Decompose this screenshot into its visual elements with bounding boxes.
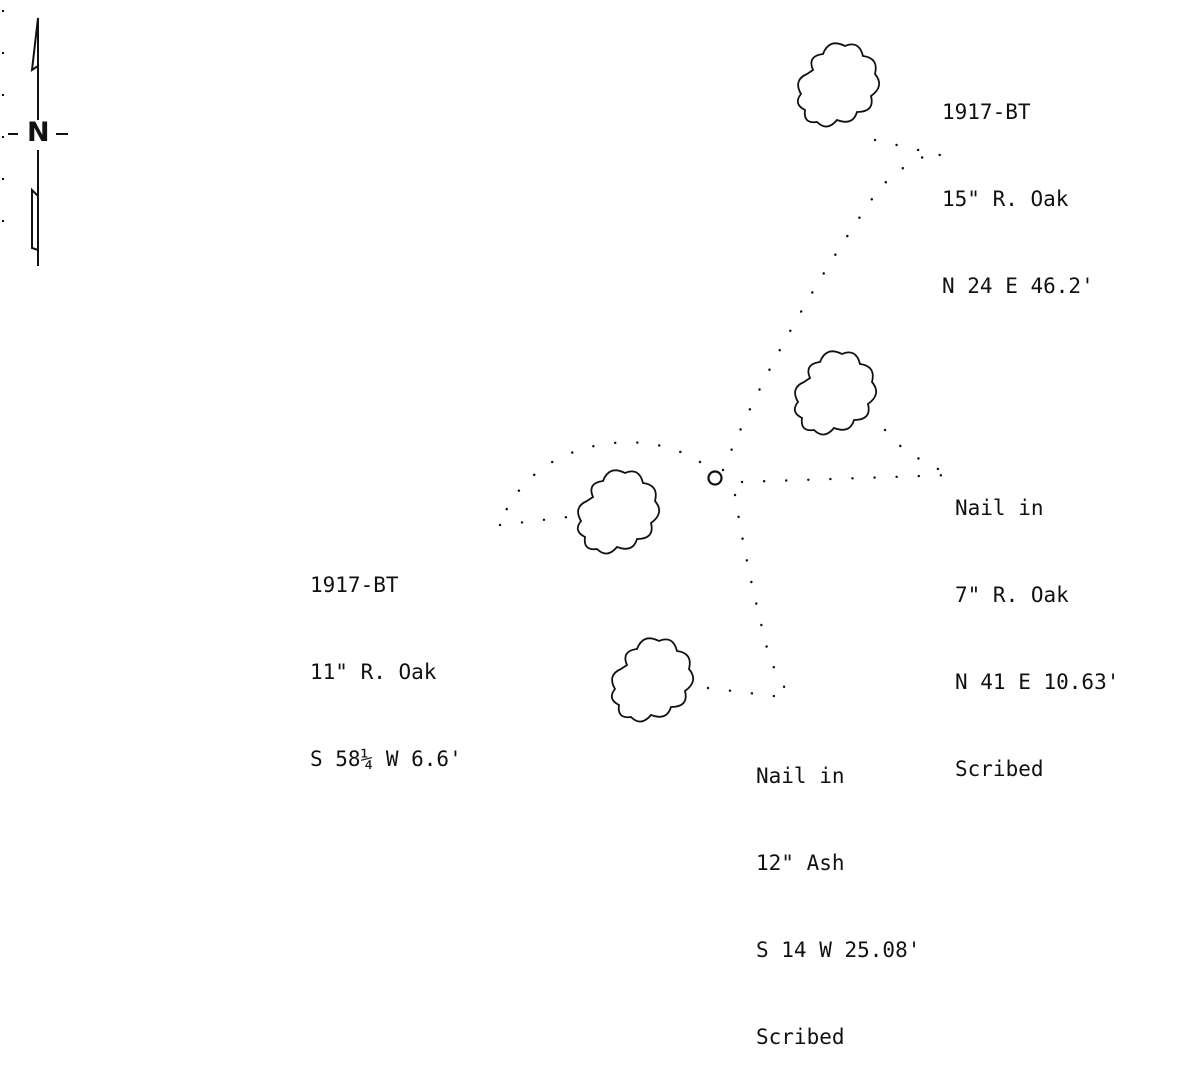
line-ne-tree-spur — [873, 138, 942, 157]
line-e-tree-spur — [883, 428, 952, 477]
label-line: 7" R. Oak — [955, 583, 1069, 607]
line-to-s-tree — [733, 493, 792, 700]
label-s-tree: Nail in 12" Ash S 14 W 25.08' Scribed — [756, 704, 920, 1081]
label-sw-tree: 1917-BT 11" R. Oak S 58¼ W 6.6' — [310, 513, 462, 803]
survey-lines — [498, 138, 952, 700]
label-line: Nail in — [955, 496, 1044, 520]
tree-ne — [796, 42, 881, 128]
line-to-e-tree — [740, 473, 952, 484]
label-line: 12" Ash — [756, 851, 845, 875]
tree-sw — [576, 469, 661, 555]
label-line: 15" R. Oak — [942, 187, 1069, 211]
line-s-tree-spur — [706, 686, 792, 700]
label-line: 1917-BT — [310, 573, 399, 597]
line-to-sw-tree — [498, 441, 702, 527]
label-line: Scribed — [955, 757, 1044, 781]
label-line: 1917-BT — [942, 100, 1031, 124]
label-line: S 14 W 25.08' — [756, 938, 921, 962]
label-line: N 41 E 10.63' — [955, 670, 1120, 694]
label-line: 11" R. Oak — [310, 660, 437, 684]
label-line: N 24 E 46.2' — [942, 274, 1094, 298]
tree-s — [610, 637, 695, 723]
north-letter: N — [27, 117, 50, 148]
witness-tree-diagram — [2, 10, 952, 723]
label-e-tree: Nail in 7" R. Oak N 41 E 10.63' Scribed — [955, 436, 1119, 813]
tree-e — [793, 350, 878, 436]
north-arrow — [2, 10, 68, 266]
tree-symbols — [576, 42, 881, 723]
label-line: Nail in — [756, 764, 845, 788]
label-line: S 58¼ W 6.6' — [310, 747, 462, 771]
label-ne-tree: 1917-BT 15" R. Oak N 24 E 46.2' — [942, 40, 1094, 330]
corner-point-marker — [707, 470, 723, 486]
label-line: Scribed — [756, 1025, 845, 1049]
line-sw-tree-spur — [498, 513, 587, 527]
